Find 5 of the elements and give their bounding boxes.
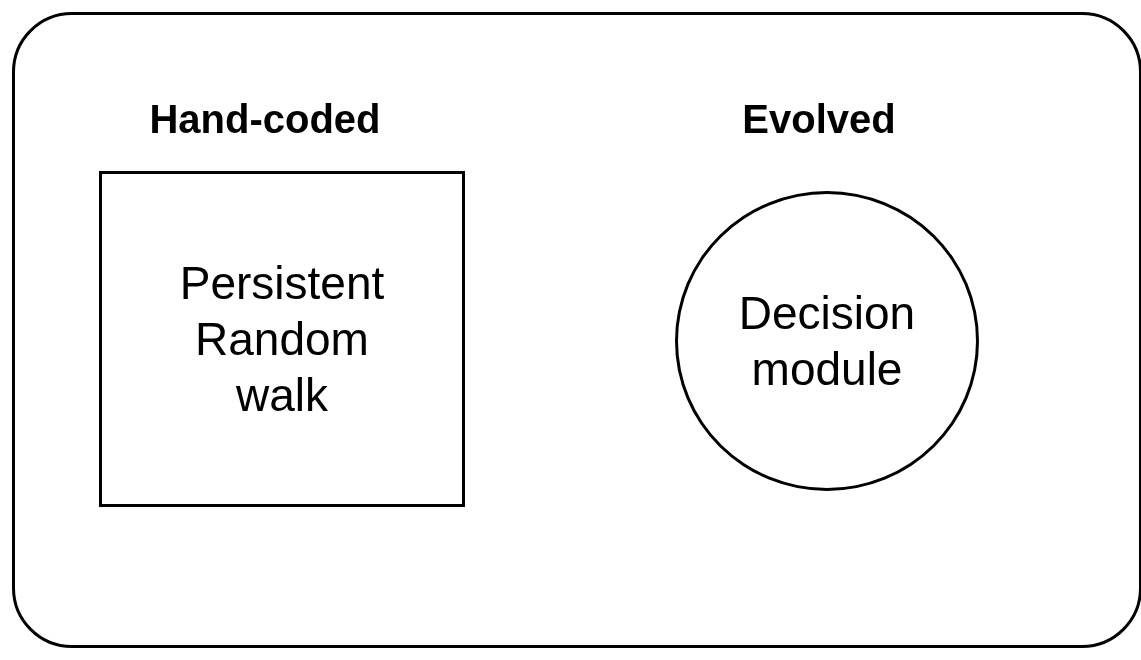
- node-heading: Hand-coded: [148, 97, 382, 142]
- node-text: Persistent Random walk: [178, 256, 386, 423]
- container-box: [12, 12, 1141, 648]
- node-heading: Evolved: [741, 97, 897, 142]
- node-text: Decision module: [737, 286, 917, 397]
